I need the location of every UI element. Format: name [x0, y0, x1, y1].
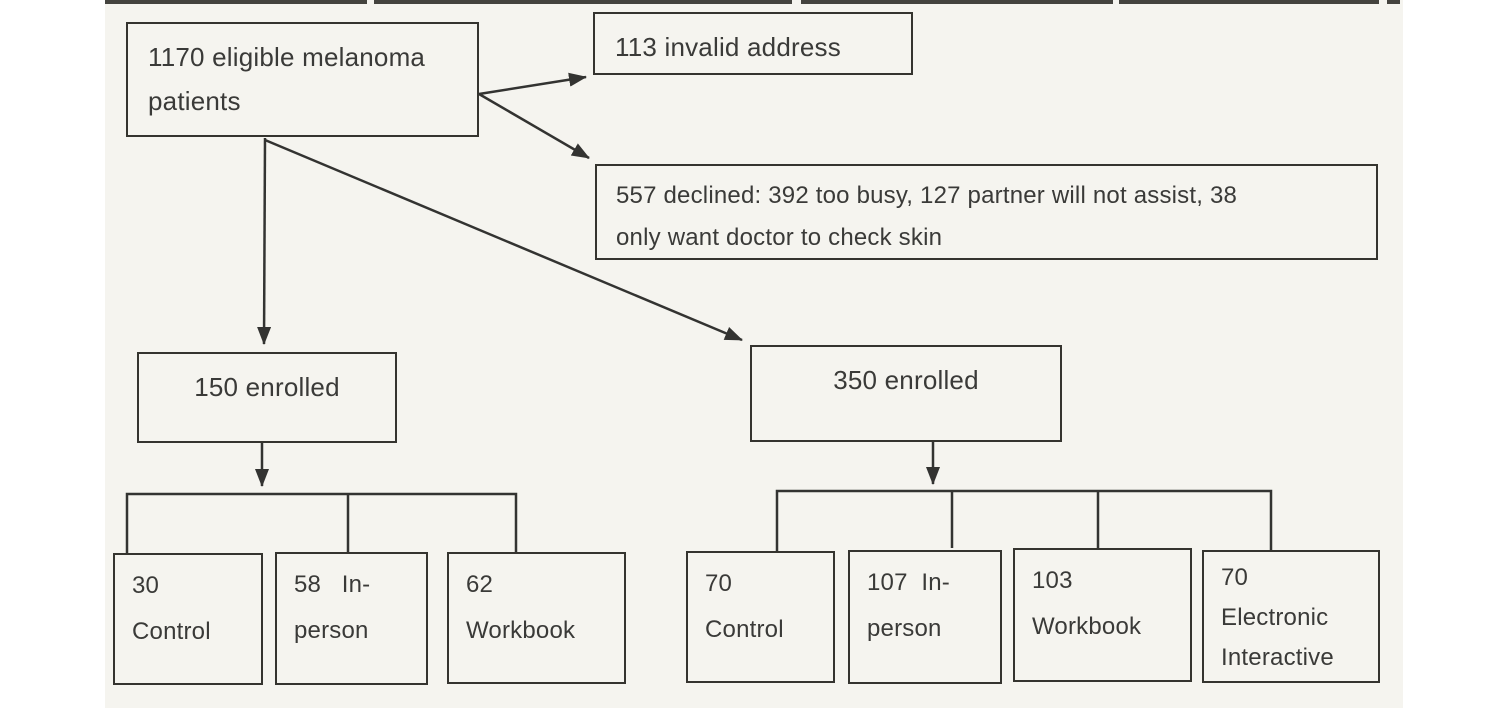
node-enrolled-150: 150 enrolled [137, 352, 397, 443]
node-enrolled-350: 350 enrolled [750, 345, 1062, 442]
edge-eligible-to-enrolled350 [264, 138, 743, 342]
node-group2-workbook: 103 Workbook [1013, 548, 1192, 682]
node-declined: 557 declined: 392 too busy, 127 partner … [595, 164, 1378, 260]
node-eligible-patients: 1170 eligible melanoma patients [126, 22, 479, 137]
node-group1-in-person: 58 In- person [275, 552, 428, 685]
node-group2-in-person: 107 In- person [848, 550, 1002, 684]
node-group2-control: 70 Control [686, 551, 835, 683]
edge-eligible-to-declined [478, 92, 590, 160]
node-group2-electronic-interactive: 70 Electronic Interactive [1202, 550, 1380, 683]
edge-eligible-to-enrolled150 [257, 137, 272, 345]
connector-enrolled150-children [125, 492, 518, 553]
node-group1-control: 30 Control [113, 553, 263, 685]
edge-eligible-to-invalid [478, 72, 587, 96]
node-group1-workbook: 62 Workbook [447, 552, 626, 684]
node-invalid-address: 113 invalid address [593, 12, 913, 75]
connector-enrolled350-children [775, 489, 1273, 552]
